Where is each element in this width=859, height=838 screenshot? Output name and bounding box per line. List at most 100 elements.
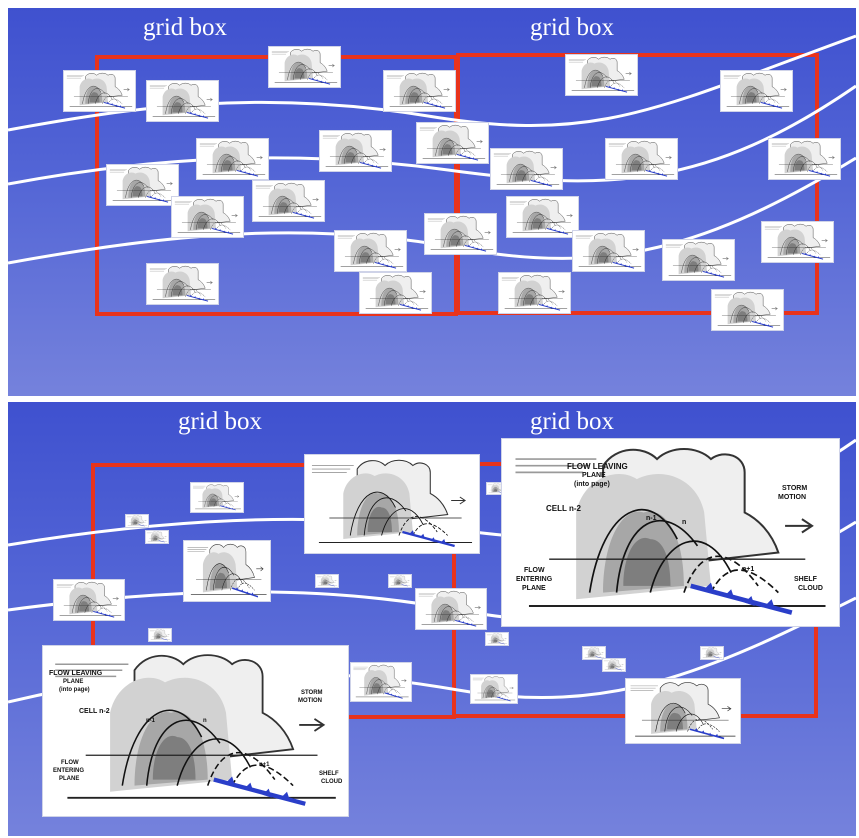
storm-cell-schematic: [147, 81, 218, 121]
flow-leaving-label: FLOW LEAVING: [567, 462, 628, 471]
storm-cell-diagram-large-left: FLOW LEAVING PLANE (into page) STORM MOT…: [42, 645, 349, 817]
flow-entering-label: FLOW: [61, 760, 79, 766]
storm-cell-schematic: [663, 240, 734, 280]
storm-cell-schematic: [583, 647, 605, 659]
storm-cell-schematic: [389, 575, 411, 587]
storm-cell-schematic: [499, 273, 570, 313]
storm-cell-schematic: [566, 55, 637, 95]
flow-leaving-label: FLOW LEAVING: [49, 670, 103, 677]
storm-cell-thumbnail: [350, 662, 412, 702]
storm-cell-schematic: [712, 290, 783, 330]
cell-n-plus-1-label: n+1: [259, 762, 270, 768]
storm-cell-schematic: [146, 531, 168, 543]
storm-cell-schematic: [471, 675, 517, 703]
grid-box-label-right: grid box: [530, 14, 615, 41]
storm-cell-thumbnail: [424, 213, 497, 255]
storm-cell-thumbnail: [319, 130, 392, 172]
storm-cell-thumbnail: [388, 574, 412, 588]
storm-cell-schematic: [320, 131, 391, 171]
storm-cell-thumbnail: [334, 230, 407, 272]
storm-cell-schematic: [126, 515, 148, 527]
storm-cell-thumbnail: [415, 588, 487, 630]
storm-cell-schematic: [335, 231, 406, 271]
storm-cell-thumbnail: [146, 80, 219, 122]
storm-cell-thumbnail: [700, 646, 724, 660]
storm-cell-schematic: [43, 646, 348, 816]
storm-cell-thumbnail: [490, 148, 563, 190]
storm-cell-schematic: [701, 647, 723, 659]
storm-cell-schematic: [486, 633, 508, 645]
storm-cell-thumbnail: [106, 164, 179, 206]
flow-leaving-label: PLANE: [63, 679, 84, 685]
storm-cell-schematic: [626, 679, 740, 743]
flow-entering-label: ENTERING: [53, 768, 85, 774]
shelf-cloud-label: SHELF: [794, 576, 817, 583]
storm-cell-thumbnail: [145, 530, 169, 544]
storm-cell-thumbnail: [125, 514, 149, 528]
flow-leaving-label: (into page): [574, 481, 610, 488]
cell-n-label: n: [682, 519, 687, 526]
cell-label: CELL n-2: [79, 708, 110, 715]
storm-cell-schematic: [487, 483, 507, 494]
storm-cell-schematic: [606, 139, 677, 179]
cell-n-plus-1-label: n+1: [742, 566, 755, 573]
storm-motion-label: STORM: [782, 485, 808, 492]
storm-cell-schematic: [197, 139, 268, 179]
storm-cell-thumbnail: [761, 221, 834, 263]
storm-cell-schematic: [316, 575, 338, 587]
flow-entering-label: PLANE: [59, 776, 80, 782]
storm-cell-schematic: [417, 123, 488, 163]
storm-cell-schematic: [149, 629, 171, 641]
shelf-cloud-label: SHELF: [319, 771, 339, 777]
storm-cell-thumbnail: [506, 196, 579, 238]
storm-cell-thumbnail: [148, 628, 172, 642]
top-diagram-panel: grid box grid box: [8, 8, 856, 396]
storm-cell-schematic: [351, 663, 411, 701]
storm-cell-thumbnail: [315, 574, 339, 588]
storm-cell-schematic: [603, 659, 625, 671]
storm-cell-schematic: [384, 71, 455, 111]
grid-box-label-left: grid box: [143, 14, 228, 41]
storm-cell-schematic: [416, 589, 486, 629]
storm-cell-thumbnail: [565, 54, 638, 96]
storm-motion-label: MOTION: [778, 494, 806, 501]
storm-cell-thumbnail: [572, 230, 645, 272]
storm-cell-thumbnail: [63, 70, 136, 112]
storm-cell-schematic: [573, 231, 644, 271]
storm-cell-schematic: [184, 541, 270, 601]
storm-cell-schematic: [762, 222, 833, 262]
storm-cell-thumbnail: [268, 46, 341, 88]
cell-n-label: n: [203, 718, 207, 724]
storm-cell-thumbnail: [196, 138, 269, 180]
grid-box-label-right: grid box: [530, 408, 615, 435]
storm-cell-schematic: [253, 181, 324, 221]
storm-cell-thumbnail: [304, 454, 480, 554]
storm-cell-schematic: [502, 439, 839, 626]
storm-cell-schematic: [305, 455, 479, 553]
storm-cell-thumbnail: [252, 180, 325, 222]
storm-cell-schematic: [54, 580, 124, 620]
storm-cell-schematic: [425, 214, 496, 254]
cell-n-minus-1-label: n-1: [146, 718, 155, 724]
storm-cell-schematic: [507, 197, 578, 237]
storm-cell-thumbnail: [662, 239, 735, 281]
storm-cell-schematic: [191, 483, 243, 512]
flow-leaving-label: PLANE: [582, 472, 606, 479]
storm-cell-thumbnail: [605, 138, 678, 180]
storm-cell-thumbnail: [146, 263, 219, 305]
storm-cell-thumbnail: [470, 674, 518, 704]
cell-n-minus-1-label: n-1: [646, 515, 657, 522]
shelf-cloud-label: CLOUD: [321, 779, 343, 785]
flow-entering-label: ENTERING: [516, 576, 553, 583]
storm-cell-schematic: [769, 139, 840, 179]
storm-cell-schematic: [64, 71, 135, 111]
storm-cell-thumbnail: [625, 678, 741, 744]
flow-leaving-label: (into page): [59, 687, 90, 693]
storm-cell-schematic: [721, 71, 792, 111]
storm-cell-thumbnail: [171, 196, 244, 238]
storm-cell-diagram-large-right: FLOW LEAVING PLANE (into page) STORM MOT…: [501, 438, 840, 627]
flow-entering-label: FLOW: [524, 567, 545, 574]
storm-cell-thumbnail: [190, 482, 244, 513]
storm-motion-label: MOTION: [298, 698, 322, 704]
storm-cell-thumbnail: [485, 632, 509, 646]
